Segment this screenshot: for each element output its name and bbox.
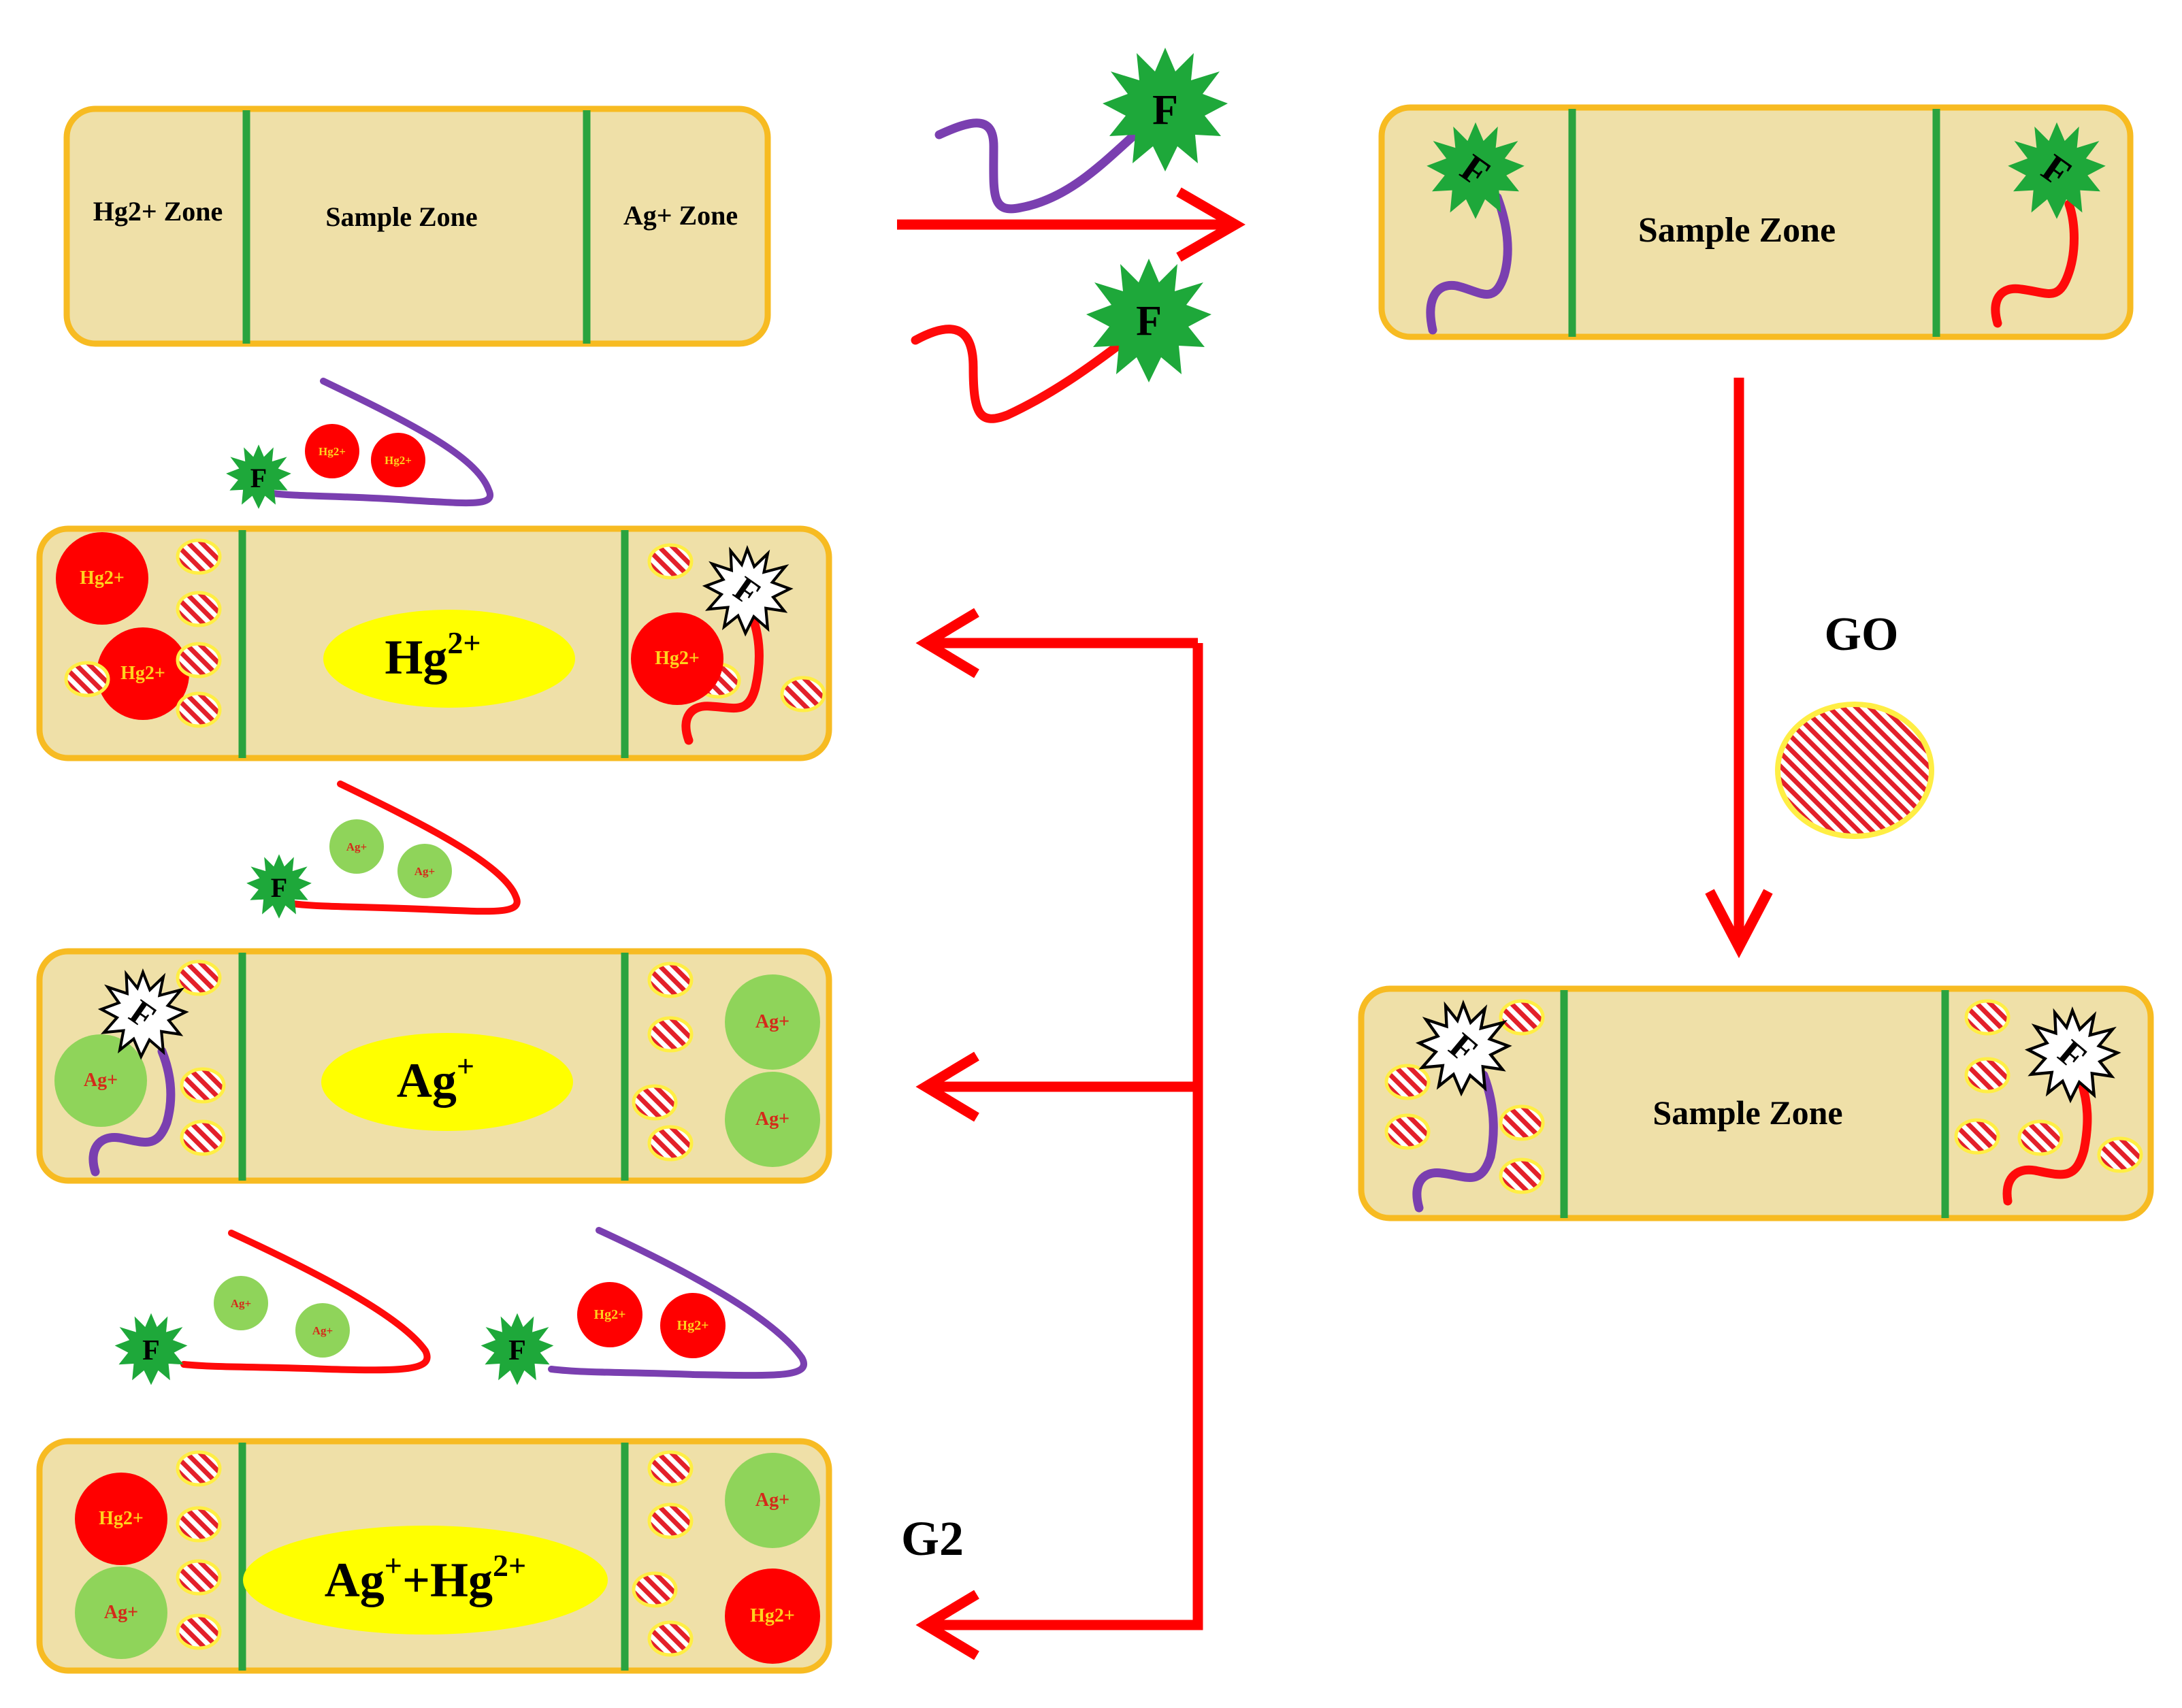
hg-bound-probe: Hg2+ Hg2+ F [226,378,493,509]
fluor-label: F [1136,298,1162,344]
ag-ion-label: Ag+ [346,840,367,853]
hg-ion-label: Hg2+ [99,1508,144,1529]
ag-ion-label: Ag+ [104,1602,138,1623]
fluor-label: F [271,872,287,903]
fluor-label: F [142,1335,160,1366]
ag-sample-label: Ag+ [397,1049,474,1108]
ag-zone-label: Ag+ Zone [623,200,738,231]
fluor-label: F [508,1335,526,1366]
ag-ion-label: Ag+ [414,865,435,878]
hg-ion-label: Hg2+ [750,1605,795,1626]
ag-ion-label: Ag+ [755,1011,789,1032]
g2-label: G2 [901,1511,964,1566]
ag-bound-probe: Ag+ Ag+ F [246,781,521,919]
ag-ion-label: Ag+ [84,1070,118,1091]
hg-ion-label: Hg2+ [677,1318,709,1333]
hg-ion-label: Hg2+ [80,568,125,589]
hg-ion-label: Hg2+ [120,663,165,684]
hg-ion-label: Hg2+ [594,1307,626,1322]
hg-sample-label: Hg2+ [385,625,481,685]
go-adsorbed-strip: F F Sample Zone [1358,985,2154,1221]
ag-ion-label: Ag+ [755,1108,789,1130]
sample-zone-label: Sample Zone [1638,211,1836,250]
hg-ion-label: Hg2+ [385,454,412,467]
go-label: GO [1825,608,1899,661]
both-sample-label: Ag++Hg2+ [325,1548,526,1607]
hatched-oval-go-icon [1775,702,1934,839]
free-probe-ag: F [911,259,1211,423]
ag-result-strip: Ag+ F Ag+ Ag+ Ag+ [36,948,832,1184]
fluor-label: F [1152,87,1178,133]
arrow-probes-to-strip [897,187,1245,262]
sample-zone-label: Sample Zone [1652,1094,1842,1132]
branch-arrows [915,608,1203,1660]
ag-ion-label: Ag+ [755,1490,789,1511]
both-result-strip: Hg2+ Ag+ Ag++Hg2+ Ag+ Hg2+ [36,1438,832,1674]
free-probe-hg: F [934,48,1228,214]
arrow-add-go [1705,378,1773,959]
initial-strip: Hg2+ Zone Sample Zone Ag+ Zone [63,105,771,347]
hg-result-strip: Hg2+ Hg2+ Hg2+ Hg2+ F [36,525,832,761]
ag-ion-label: Ag+ [231,1297,251,1310]
hg-zone-label: Hg2+ Zone [93,196,223,227]
fluor-label: F [250,463,267,493]
hg-ion-label: Hg2+ [319,445,346,458]
ag-bound-probe-2: Ag+ Ag+ F [114,1230,431,1385]
ag-ion-label: Ag+ [312,1324,333,1337]
probe-loaded-strip: F F Sample Zone [1378,104,2134,340]
hg-bound-probe-2: Hg2+ Hg2+ F [481,1227,807,1385]
hg-ion-label: Hg2+ [655,648,700,669]
sample-zone-label: Sample Zone [325,201,477,232]
